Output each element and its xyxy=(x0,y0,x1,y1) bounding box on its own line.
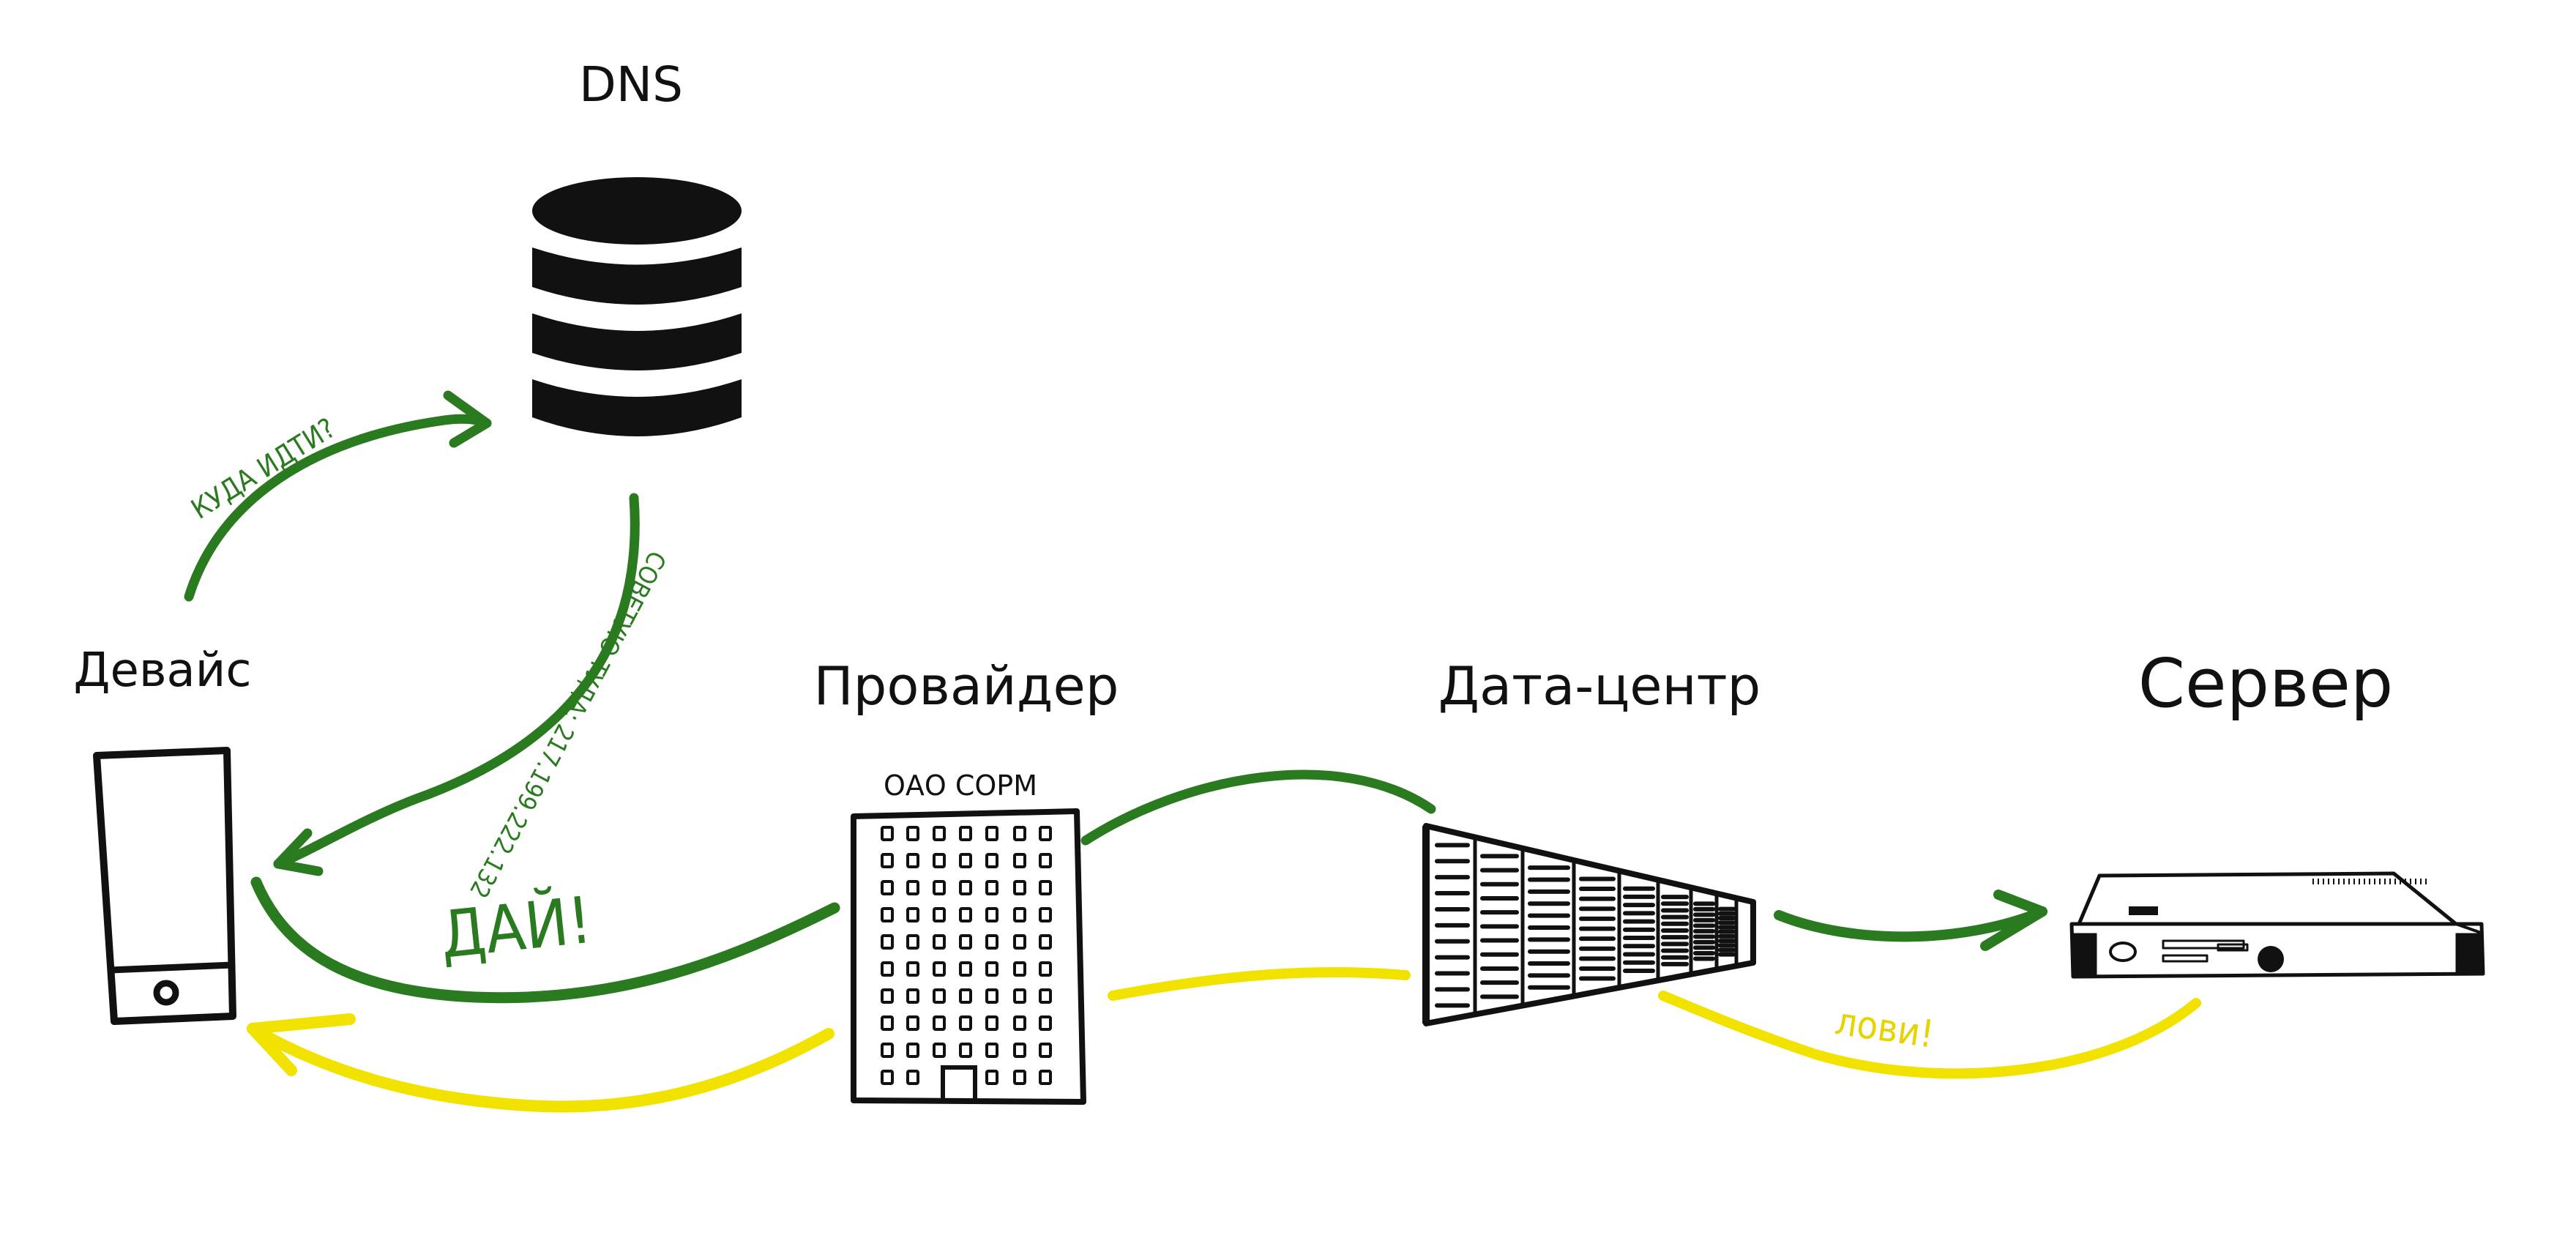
building-window xyxy=(1039,1070,1052,1085)
building-window xyxy=(906,826,919,841)
building-window xyxy=(881,1070,894,1085)
building-window xyxy=(1039,880,1052,895)
building-window xyxy=(959,907,972,922)
building-window xyxy=(881,961,894,977)
building-window xyxy=(1039,853,1052,868)
building-window xyxy=(1039,826,1052,841)
building-window xyxy=(1013,880,1026,895)
provider-label: Провайдер xyxy=(813,655,1119,717)
building-window xyxy=(1013,961,1026,977)
device-label: Девайс xyxy=(73,644,251,698)
building-window xyxy=(1013,826,1026,841)
dns-advice-note: СОВЕТУЮ ТУДА: 217.199.222.132 xyxy=(463,546,671,903)
server-racks-icon xyxy=(1422,823,1756,1026)
building-window xyxy=(906,1015,919,1031)
building-window xyxy=(933,988,946,1004)
building-window xyxy=(1013,1043,1026,1058)
building-window xyxy=(906,880,919,895)
building-window xyxy=(933,1015,946,1031)
building-window xyxy=(985,934,998,950)
provider-sign: ОАО СОРМ xyxy=(884,769,1037,802)
building-window xyxy=(881,1015,894,1031)
building-window xyxy=(959,826,972,841)
building-window xyxy=(959,988,972,1004)
office-building-icon xyxy=(851,808,1086,1105)
building-window xyxy=(1013,934,1026,950)
building-window xyxy=(906,1043,919,1058)
building-window xyxy=(985,1043,998,1058)
building-window xyxy=(959,934,972,950)
building-window xyxy=(1039,1015,1052,1031)
building-window xyxy=(959,961,972,977)
dns-label: DNS xyxy=(579,56,683,113)
building-window xyxy=(906,961,919,977)
phone-icon xyxy=(93,747,236,1025)
building-window xyxy=(933,907,946,922)
building-window xyxy=(1013,1015,1026,1031)
building-window xyxy=(1013,988,1026,1004)
building-window xyxy=(959,880,972,895)
building-window xyxy=(933,961,946,977)
building-window xyxy=(985,826,998,841)
building-window xyxy=(881,907,894,922)
building-window xyxy=(959,1043,972,1058)
building-window xyxy=(985,907,998,922)
building-window xyxy=(1013,853,1026,868)
building-window xyxy=(1039,961,1052,977)
building-window xyxy=(1039,934,1052,950)
give-note: ДАЙ! xyxy=(436,882,595,973)
building-window xyxy=(933,1043,946,1058)
building-window xyxy=(1039,988,1052,1004)
building-window xyxy=(881,988,894,1004)
building-window xyxy=(906,853,919,868)
building-window xyxy=(933,853,946,868)
building-window xyxy=(881,853,894,868)
building-window xyxy=(985,853,998,868)
datacenter-label: Дата-центр xyxy=(1438,655,1761,717)
building-window xyxy=(959,853,972,868)
building-window xyxy=(1039,1043,1052,1058)
rack-server-icon xyxy=(2069,871,2485,979)
database-icon xyxy=(532,177,742,436)
where-to-go-note: КУДА ИДТИ? xyxy=(185,411,340,525)
building-window xyxy=(906,988,919,1004)
building-window xyxy=(881,826,894,841)
building-window xyxy=(959,1015,972,1031)
building-window xyxy=(881,1043,894,1058)
building-window xyxy=(881,880,894,895)
building-window xyxy=(985,880,998,895)
building-window xyxy=(906,1070,919,1085)
building-window xyxy=(933,934,946,950)
building-window xyxy=(906,907,919,922)
building-window xyxy=(985,961,998,977)
building-window xyxy=(933,880,946,895)
building-window xyxy=(933,826,946,841)
building-window xyxy=(881,934,894,950)
building-window xyxy=(1013,1070,1026,1085)
building-window xyxy=(1039,907,1052,922)
building-window xyxy=(985,988,998,1004)
response-arrows xyxy=(247,966,2201,1113)
building-window xyxy=(1013,907,1026,922)
catch-note: лови! xyxy=(1832,999,1936,1056)
request-arrows xyxy=(184,390,2047,1004)
server-label: Сервер xyxy=(2138,644,2393,723)
building-window xyxy=(985,1015,998,1031)
building-window xyxy=(906,934,919,950)
building-window xyxy=(985,1070,998,1085)
